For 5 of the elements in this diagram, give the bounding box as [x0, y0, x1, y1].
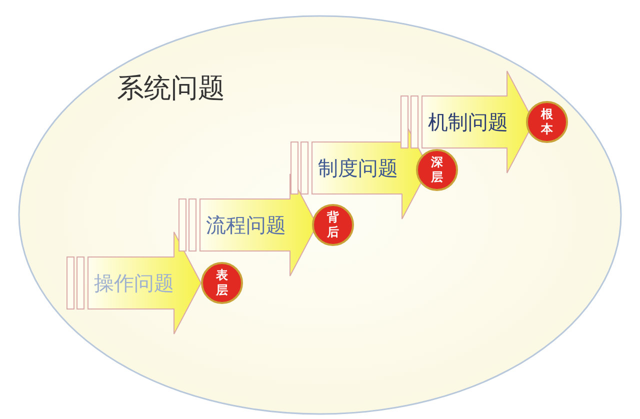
region-title: 系统问题 — [117, 72, 225, 106]
arrow-label: 流程问题 — [206, 212, 286, 238]
arrow-label: 制度问题 — [318, 155, 398, 181]
arrow-label: 机制问题 — [428, 109, 508, 135]
arrow-label: 操作问题 — [94, 270, 174, 296]
